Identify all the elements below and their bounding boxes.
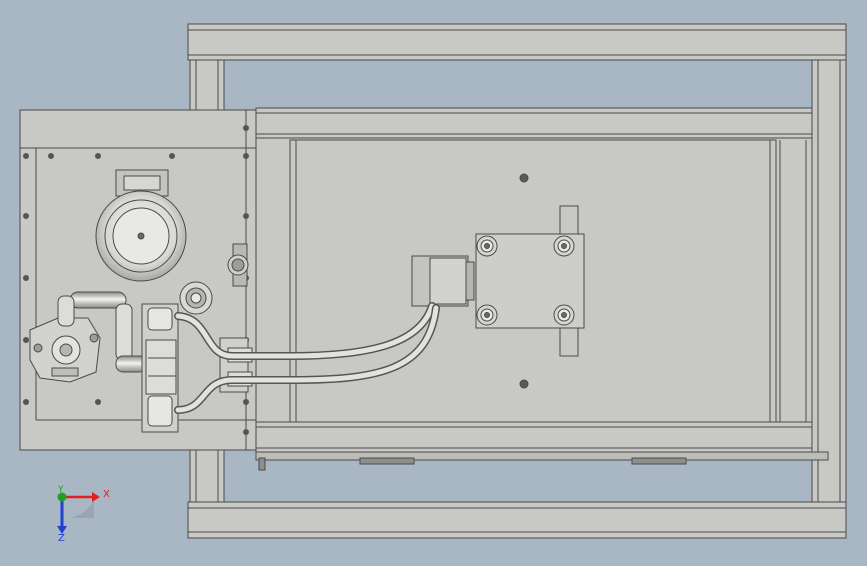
panel-bolts: [23, 125, 249, 435]
electric-motor: [95, 169, 187, 282]
tank-hole-top: [519, 173, 529, 183]
solenoid-valve: [141, 303, 179, 433]
frame-left-post-bottom: [189, 449, 225, 503]
frame-left-post-top: [189, 59, 225, 111]
coordinate-triad: X Y Z: [57, 485, 110, 544]
foot-pad-left: [359, 457, 415, 465]
x-axis-label: X: [103, 489, 110, 500]
outer-frame: [187, 23, 847, 539]
hoses: [174, 302, 440, 414]
tank-lower-bolt: [258, 457, 266, 471]
foot-pad-right: [631, 457, 687, 465]
frame-right-post: [811, 59, 847, 503]
filter-block: [411, 205, 585, 357]
gear-pump: [29, 317, 101, 383]
filter-bolts: [476, 235, 575, 326]
pump-panel: [19, 109, 257, 451]
y-axis-label: Y: [57, 485, 64, 495]
tank-hole-bottom: [519, 379, 529, 389]
y-axis-point: [57, 492, 67, 502]
z-axis-label: Z: [58, 533, 65, 544]
tank-bottom-lip: [255, 451, 829, 461]
breather-cap: [179, 281, 213, 315]
level-gauge: [227, 243, 249, 287]
frame-bottom-rail: [187, 501, 847, 539]
pump-pipes: [57, 291, 147, 373]
